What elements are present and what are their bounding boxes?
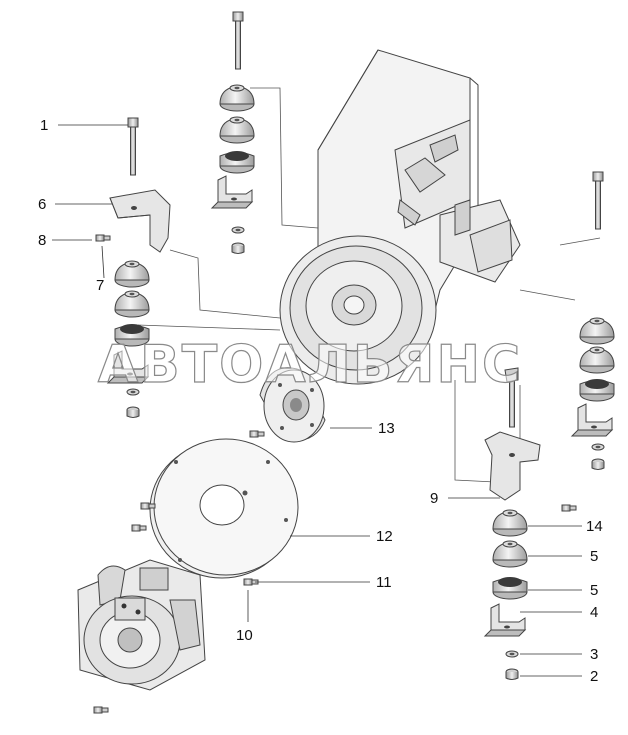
callout-10: 10	[236, 627, 253, 644]
callout-7: 7	[96, 277, 104, 294]
bell-housing	[279, 235, 437, 385]
leader-lines	[52, 124, 582, 677]
callout-2: 2	[590, 668, 598, 685]
assembly-guide-lines	[137, 87, 601, 483]
callout-5-lower: 5	[590, 582, 598, 599]
pump-drain-fitting	[93, 706, 109, 714]
callout-4: 4	[590, 604, 598, 621]
drive-flange	[259, 367, 326, 443]
small-fitting	[249, 430, 265, 438]
callout-13: 13	[378, 420, 395, 437]
callout-9: 9	[430, 490, 438, 507]
callout-14: 14	[586, 518, 603, 535]
right-front-mount-stack	[484, 367, 577, 680]
watermark-text: АВТОАЛЬЯНС	[98, 335, 522, 395]
callout-6: 6	[38, 196, 46, 213]
callout-8: 8	[38, 232, 46, 249]
callout-labels: 1 6 8 7 13 12 11 10 9 14 5 5 4 3 2	[38, 117, 603, 685]
right-rear-mount-stack	[571, 171, 615, 470]
callout-11: 11	[376, 574, 392, 591]
callout-1: 1	[40, 117, 48, 134]
pump-motor-unit	[77, 559, 206, 691]
callout-5-upper: 5	[590, 548, 598, 565]
cover-plate	[149, 438, 299, 579]
left-mount-stack	[95, 117, 171, 418]
top-mount-stack	[211, 11, 255, 254]
callout-3: 3	[590, 646, 598, 663]
callout-12: 12	[376, 528, 393, 545]
